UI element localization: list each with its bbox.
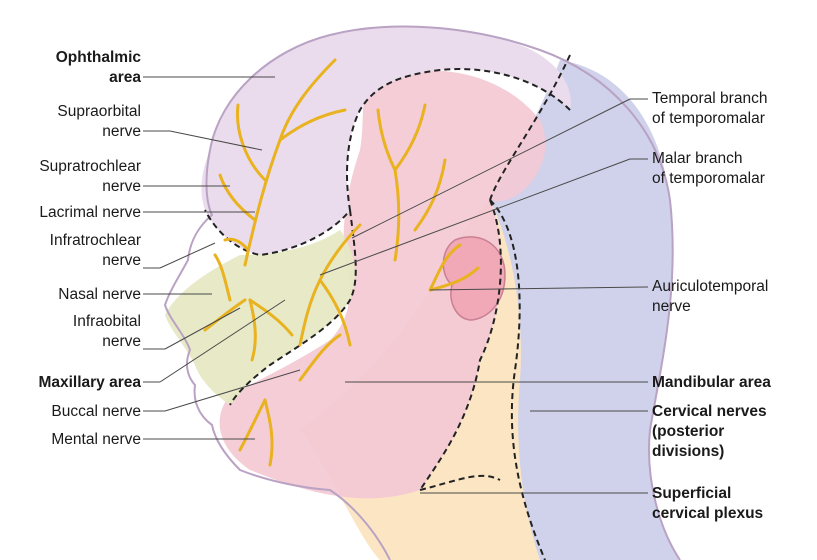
label-line: divisions)	[652, 442, 767, 462]
label-infraorbital-nerve: Infraobital nerve	[0, 312, 141, 352]
label-line: Mandibular area	[652, 373, 771, 393]
label-line: Lacrimal nerve	[0, 203, 141, 223]
label-line: Maxillary area	[0, 373, 141, 393]
label-line: of temporomalar	[652, 169, 765, 189]
label-supratrochlear-nerve: Supratrochlear nerve	[0, 157, 141, 197]
label-line: cervical plexus	[652, 504, 763, 524]
label-line: nerve	[0, 332, 141, 352]
label-buccal-nerve: Buccal nerve	[0, 402, 141, 422]
label-line: Malar branch	[652, 149, 765, 169]
label-line: Cervical nerves	[652, 402, 767, 422]
label-line: nerve	[0, 122, 141, 142]
label-lacrimal-nerve: Lacrimal nerve	[0, 203, 141, 223]
label-line: (posterior	[652, 422, 767, 442]
label-line: Superficial	[652, 484, 763, 504]
label-infratrochlear-nerve: Infratrochlear nerve	[0, 231, 141, 271]
label-line: Temporal branch	[652, 89, 767, 109]
label-line: nerve	[652, 297, 768, 317]
label-line: Ophthalmic	[0, 48, 141, 68]
label-line: Infraobital	[0, 312, 141, 332]
label-ophthalmic-area: Ophthalmic area	[0, 48, 141, 88]
label-malar-branch: Malar branch of temporomalar	[652, 149, 765, 189]
label-line: Supratrochlear	[0, 157, 141, 177]
label-line: Infratrochlear	[0, 231, 141, 251]
label-line: area	[0, 68, 141, 88]
label-line: Supraorbital	[0, 102, 141, 122]
label-superficial-cervical-plexus: Superficial cervical plexus	[652, 484, 763, 524]
label-line: Auriculotemporal	[652, 277, 768, 297]
label-mandibular-area: Mandibular area	[652, 373, 771, 393]
label-temporal-branch: Temporal branch of temporomalar	[652, 89, 767, 129]
label-maxillary-area: Maxillary area	[0, 373, 141, 393]
label-mental-nerve: Mental nerve	[0, 430, 141, 450]
label-auriculotemporal-nerve: Auriculotemporal nerve	[652, 277, 768, 317]
label-supraorbital-nerve: Supraorbital nerve	[0, 102, 141, 142]
label-line: of temporomalar	[652, 109, 767, 129]
label-line: nerve	[0, 251, 141, 271]
label-line: Nasal nerve	[0, 285, 141, 305]
label-cervical-nerves: Cervical nerves (posterior divisions)	[652, 402, 767, 462]
label-line: Mental nerve	[0, 430, 141, 450]
label-line: Buccal nerve	[0, 402, 141, 422]
label-line: nerve	[0, 177, 141, 197]
label-nasal-nerve: Nasal nerve	[0, 285, 141, 305]
